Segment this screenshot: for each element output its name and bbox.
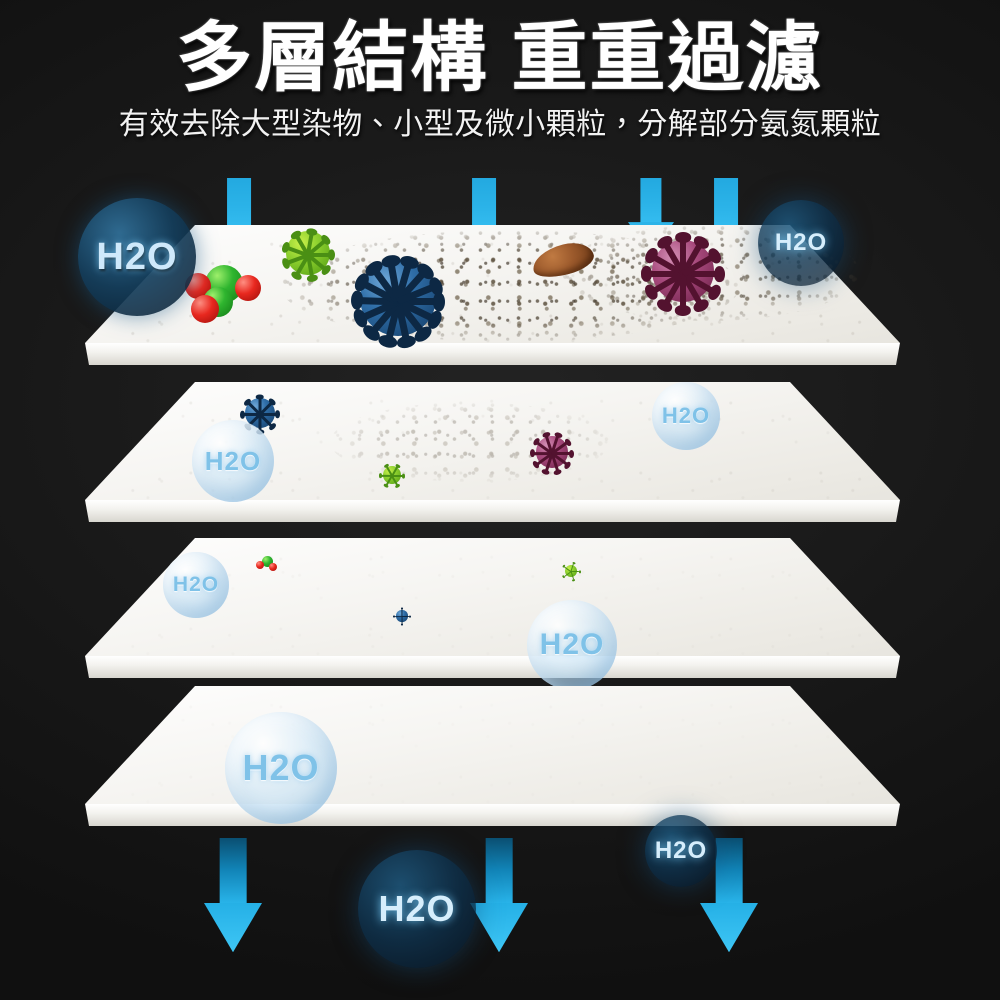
slab-front-edge (85, 656, 900, 678)
h2o-bubble-layer2-left: H2O (192, 420, 274, 502)
h2o-label: H2O (539, 628, 605, 661)
germ-spike (398, 298, 443, 306)
slab-grain-texture (85, 686, 900, 804)
h2o-bubble-layer4-left: H2O (225, 712, 337, 824)
atom-red (256, 561, 264, 569)
h2o-label: H2O (774, 229, 828, 256)
germ-purple-large (640, 228, 726, 314)
filter-layer-4 (0, 686, 1000, 836)
germ-blue-tiny-layer3 (394, 608, 410, 624)
atom-red (269, 563, 277, 571)
oxygen-molecule-cluster (185, 265, 263, 325)
arrow-head (700, 902, 758, 953)
outflow-arrow-c (700, 838, 758, 953)
germ-spike (401, 616, 403, 624)
molecule-tiny-layer3 (256, 556, 278, 574)
h2o-label: H2O (204, 445, 262, 476)
germ-spike (683, 271, 723, 278)
arrow-shaft (715, 838, 743, 908)
page-title: 多層結構 重重過濾 (176, 16, 824, 101)
arrow-shaft (472, 178, 496, 232)
slab-front-edge (85, 500, 900, 522)
h2o-label: H2O (661, 403, 711, 428)
outflow-arrow-a (204, 838, 262, 953)
h2o-bubble-layer3-left: H2O (163, 552, 229, 618)
slab-front-edge (85, 343, 900, 365)
germ-green-tiny-layer3 (562, 562, 580, 580)
h2o-label: H2O (96, 235, 178, 278)
h2o-bubble-layer1-left: H2O (78, 198, 196, 316)
filter-layer-2 (0, 382, 1000, 532)
h2o-bubble-outflow-center: H2O (358, 850, 476, 968)
slab-top-face (85, 686, 900, 804)
germ-spike (401, 609, 403, 617)
germ-spike (552, 452, 573, 456)
arrow-shaft (227, 178, 251, 232)
germ-blue-large (345, 245, 451, 351)
germ-spike (308, 253, 333, 258)
h2o-label: H2O (172, 573, 220, 596)
h2o-label: H2O (242, 747, 320, 788)
arrow-head (204, 902, 262, 953)
h2o-bubble-layer2-right: H2O (652, 382, 720, 450)
arrow-head (470, 902, 528, 953)
germ-green-small (379, 462, 405, 488)
germ-spike (260, 413, 278, 416)
germ-spike (392, 475, 404, 477)
filter-layer-3 (0, 538, 1000, 688)
atom-red (191, 295, 219, 323)
germ-spike (571, 571, 579, 573)
atom-green (262, 556, 273, 567)
arrow-shaft (714, 178, 738, 232)
h2o-bubble-outflow-right: H2O (645, 815, 717, 887)
h2o-label: H2O (378, 888, 456, 929)
header-block: 多層結構 重重過濾 有效去除大型染物、小型及微小顆粒，分解部分氨氮顆粒 (0, 0, 1000, 141)
h2o-bubble-layer1-right: H2O (758, 200, 844, 286)
h2o-bubble-layer3-right: H2O (527, 600, 617, 690)
h2o-label: H2O (654, 837, 708, 864)
germ-green-large (277, 222, 339, 284)
germ-spike (402, 616, 410, 618)
outflow-arrow-b (470, 838, 528, 953)
arrow-shaft (219, 838, 247, 908)
slab-front-edge (85, 804, 900, 826)
page-subtitle: 有效去除大型染物、小型及微小顆粒，分解部分氨氮顆粒 (118, 108, 882, 142)
arrow-shaft (640, 178, 662, 226)
arrow-shaft (485, 838, 513, 908)
atom-red (235, 275, 261, 301)
germ-purple-medium (530, 430, 574, 474)
